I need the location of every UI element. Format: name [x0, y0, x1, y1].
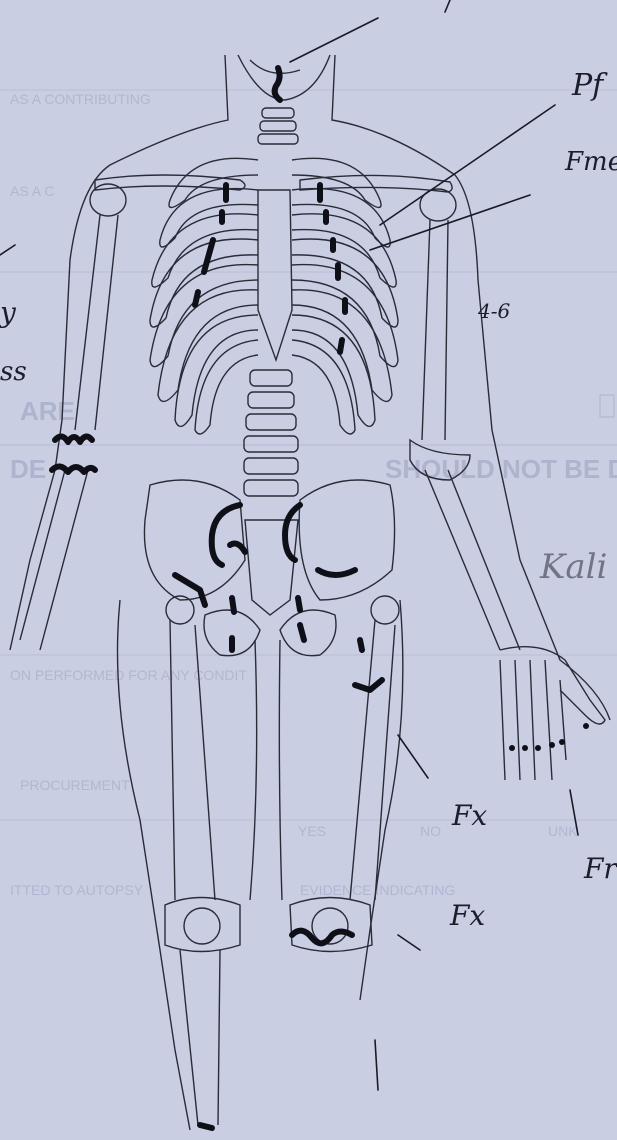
annotation-fx-knee: Fx: [449, 899, 485, 932]
annotation-fx-hand: Fr: [583, 852, 617, 885]
annotation-fx-thigh: Fx: [451, 799, 487, 832]
pointer-line-hand: [570, 790, 578, 835]
pointer-line-jaw: [290, 18, 378, 62]
pointer-line-thigh: [398, 735, 428, 778]
annotation-top-right-2: Fme: [564, 147, 617, 177]
annotation-signature: Kali: [539, 547, 607, 587]
annotation-top-right-1: Pf: [571, 68, 608, 103]
annotation-rib-label: 4-6: [477, 299, 510, 323]
pointer-line-rib-2: [370, 195, 530, 250]
annotation-left-2: ss: [0, 357, 27, 387]
pointer-line-rib-1: [380, 105, 555, 225]
annotation-left-1: y: [0, 296, 17, 329]
pointer-line-knee: [398, 935, 420, 950]
